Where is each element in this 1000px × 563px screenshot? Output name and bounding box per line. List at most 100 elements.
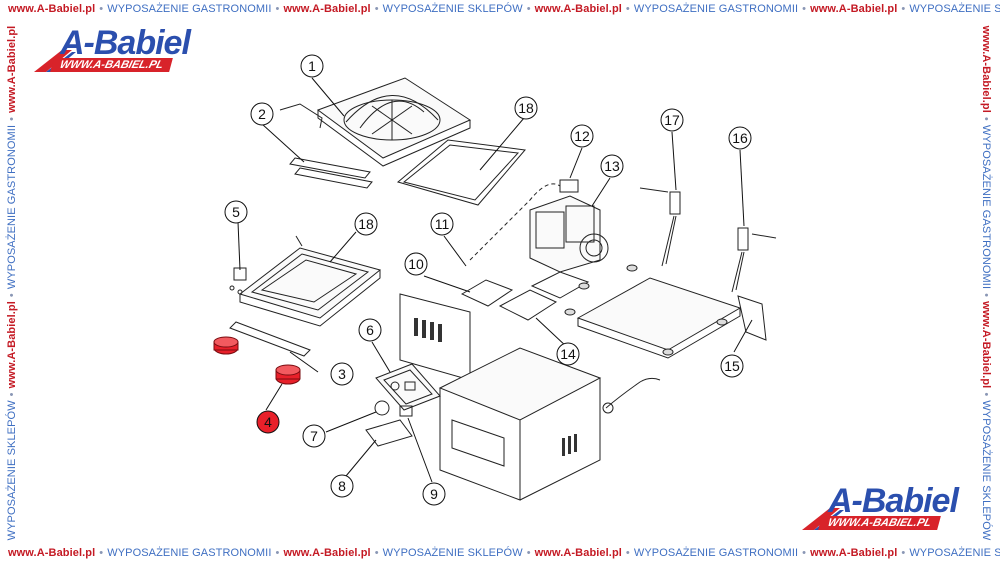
base-plate-part: [576, 277, 742, 359]
callout-number: 6: [366, 322, 374, 338]
banner-text: WYPOSAŻENIE GASTRONOMII: [107, 3, 272, 15]
callout-circle: [422, 482, 446, 506]
callout-7: 7: [302, 424, 326, 448]
bar-part: [229, 321, 311, 357]
banner-separator: •: [802, 547, 807, 559]
callout-circle: [256, 410, 280, 434]
banner-text[interactable]: www.A-Babiel.pl: [534, 547, 622, 559]
callout-number: 15: [724, 358, 740, 374]
power-cord-part: [605, 377, 661, 409]
callout-number: 3: [338, 366, 346, 382]
leader-lines: [237, 77, 753, 483]
brand-logo-top[interactable]: A-Babiel WWW.A-BABIEL.PL: [32, 24, 202, 78]
banner-separator: •: [901, 3, 906, 15]
banner-text[interactable]: www.A-Babiel.pl: [283, 547, 371, 559]
knob-part: [374, 400, 390, 416]
logo-name: A-Babiel: [828, 482, 959, 520]
callout-number: 16: [732, 130, 748, 146]
banner-separator: •: [901, 547, 906, 559]
banner-separator: •: [275, 3, 280, 15]
callout-number: 17: [664, 112, 680, 128]
gasket-top-part: [396, 139, 526, 206]
gas-strut-16: [639, 187, 681, 267]
callout-8: 8: [330, 474, 354, 498]
callout-circle: [250, 102, 274, 126]
callout-circle: [728, 126, 752, 150]
banner-text[interactable]: www.A-Babiel.pl: [810, 3, 898, 15]
callout-14: 14: [556, 342, 580, 366]
callout-10: 10: [404, 252, 428, 276]
banner-separator: •: [374, 547, 379, 559]
banner-separator: •: [99, 547, 104, 559]
banner-text[interactable]: www.A-Babiel.pl: [283, 3, 371, 15]
callout-circle: [600, 154, 624, 178]
callout-5: 5: [224, 200, 248, 224]
banner-text: WYPOSAŻENIE GASTRONOMII: [633, 547, 799, 559]
housing-part: [438, 347, 602, 501]
callout-circle: [300, 54, 324, 78]
banner-separator: •: [374, 3, 379, 15]
callout-circle: [224, 200, 248, 224]
banner-text[interactable]: www.A-Babiel.pl: [8, 3, 96, 15]
banner-separator: •: [275, 547, 280, 559]
plate-part: [365, 419, 413, 447]
callout-circle: [330, 362, 354, 386]
callout-number: 7: [310, 428, 318, 444]
banner-text: WYPOSAŻENIE GASTRONOMII: [633, 3, 799, 15]
banner-text: WYPOSAŻENIE GASTRONOMII: [107, 547, 272, 559]
callout-12: 12: [570, 124, 594, 148]
callout-17: 17: [660, 108, 684, 132]
banner-text: WYPOSAŻENIE SKLEPÓW: [382, 547, 523, 559]
circuit-boards: [460, 271, 590, 321]
callout-circle: [404, 252, 428, 276]
callout-number: 5: [232, 204, 240, 220]
callout-circle: [302, 424, 326, 448]
callout-number: 1: [308, 58, 316, 74]
banner-text[interactable]: www.A-Babiel.pl: [810, 547, 898, 559]
callout-18: 18: [354, 212, 378, 236]
callout-number: 18: [358, 216, 374, 232]
callout-18: 18: [514, 96, 538, 120]
banner-separator: •: [526, 3, 531, 15]
banner-text: WYPOSAŻENIE SKLEPÓW: [909, 547, 1000, 559]
callout-circle: [556, 342, 580, 366]
lid-part: [279, 77, 472, 167]
callout-circle: [660, 108, 684, 132]
feet-part: [213, 336, 301, 385]
banner-separator: •: [802, 3, 807, 15]
callout-circle: [570, 124, 594, 148]
callout-4: 4: [256, 410, 280, 434]
banner-text[interactable]: www.A-Babiel.pl: [8, 547, 96, 559]
chamber-part: [238, 235, 382, 327]
brand-logo-bottom[interactable]: A-Babiel WWW.A-BABIEL.PL: [800, 482, 972, 534]
strips-part: [289, 157, 373, 189]
valve-part: [559, 179, 579, 193]
bottom-banner: www.A-Babiel.pl•WYPOSAŻENIE GASTRONOMII•…: [8, 547, 1000, 559]
callout-number: 10: [408, 256, 424, 272]
callout-number: 2: [258, 106, 266, 122]
callout-13: 13: [600, 154, 624, 178]
banner-text[interactable]: www.A-Babiel.pl: [534, 3, 622, 15]
callout-2: 2: [250, 102, 274, 126]
callout-number: 11: [435, 216, 450, 232]
callout-circle: [354, 212, 378, 236]
switch-part: [399, 405, 413, 417]
callout-number: 14: [560, 346, 576, 362]
callout-number: 9: [430, 486, 438, 502]
callout-circle: [358, 318, 382, 342]
bracket-part: [229, 267, 247, 295]
callout-circle: [430, 212, 454, 236]
callout-11: 11: [430, 212, 454, 236]
callout-circle: [514, 96, 538, 120]
callout-15: 15: [720, 354, 744, 378]
banner-separator: •: [526, 547, 531, 559]
callout-number: 12: [574, 128, 590, 144]
callout-1: 1: [300, 54, 324, 78]
banner-separator: •: [625, 547, 630, 559]
banner-separator: •: [99, 3, 104, 15]
top-banner: www.A-Babiel.pl•WYPOSAŻENIE GASTRONOMII•…: [8, 3, 1000, 15]
banner-text: WYPOSAŻENIE SKLEPÓW: [382, 3, 523, 15]
wiring-part: [469, 183, 561, 261]
